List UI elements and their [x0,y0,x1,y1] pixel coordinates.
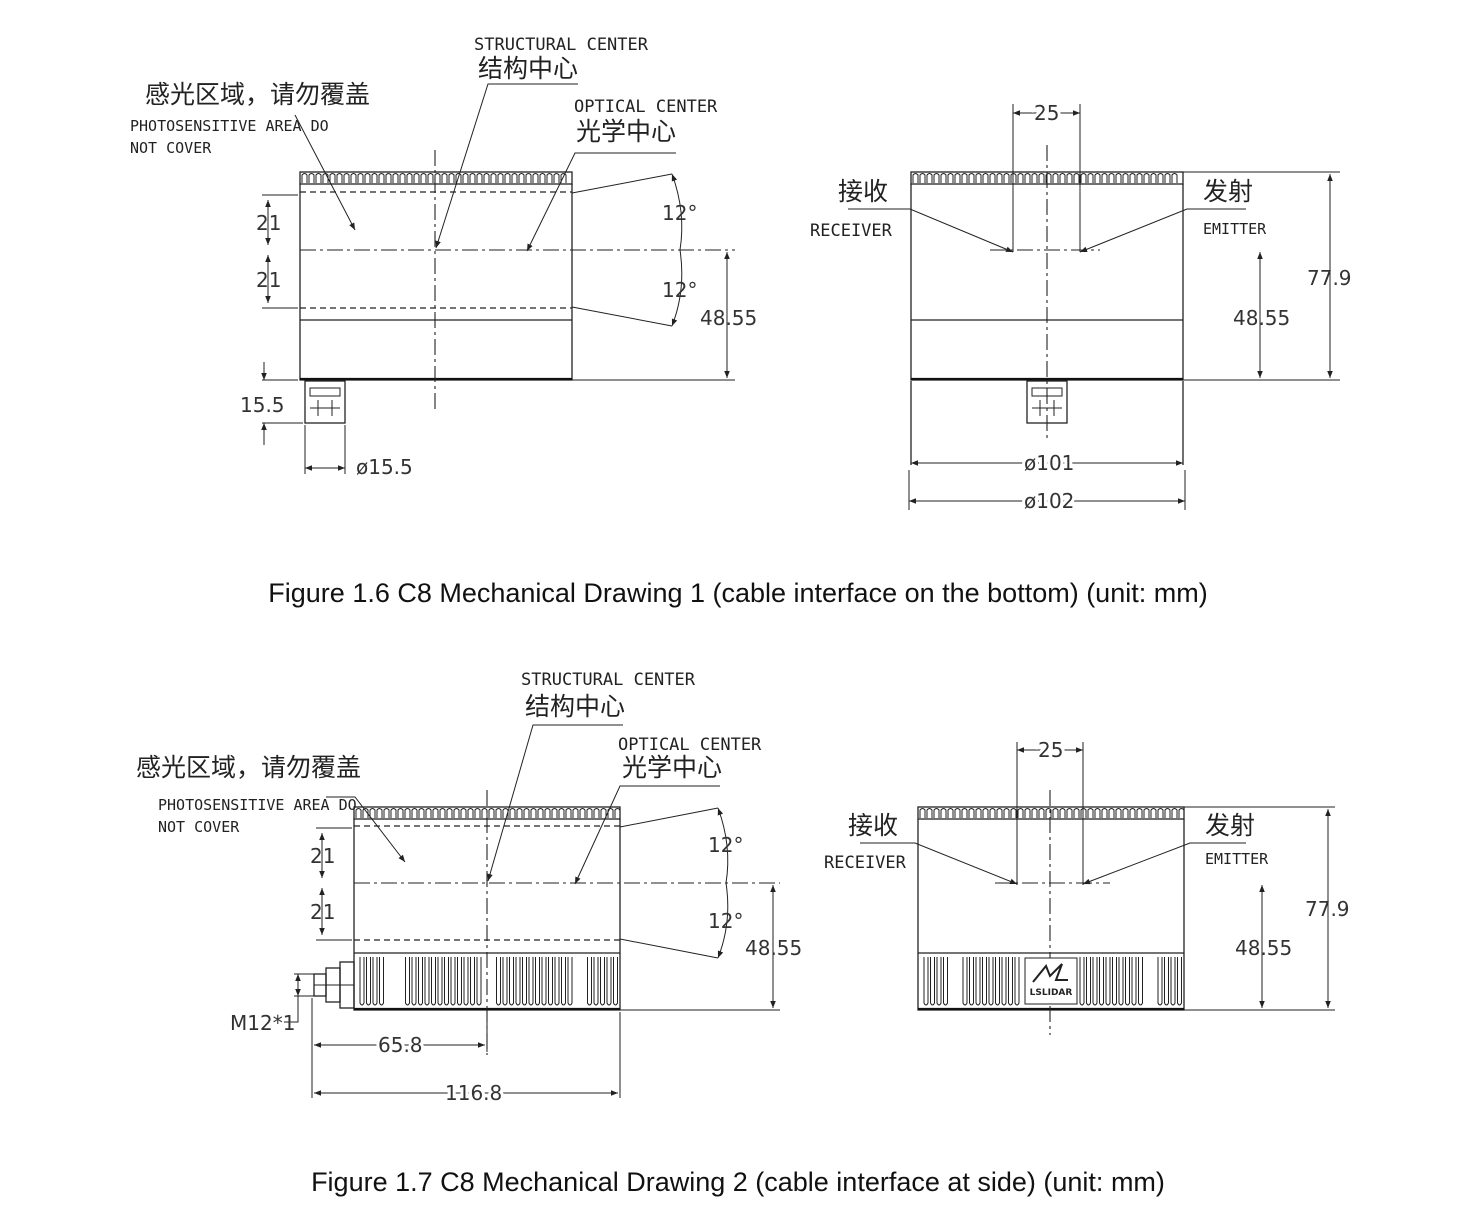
fig2-dim-spacing: 25 [1038,738,1063,762]
fig2-dim-21-top: 21 [310,844,335,868]
fig2-side-cooling-fins [923,957,1182,1006]
fig2-side-dim-height: 48.55 [1235,936,1292,960]
fig2-receiver-cn: 接收 [848,811,898,840]
fig2-optical-center-cn: 光学中心 [622,753,722,782]
fig1-photosensitive-en-1: PHOTOSENSITIVE AREA DO [130,117,329,135]
fig1-side-view: 25 接收 RECEIVER 发射 EMITTER 48.55 77.9 ø10… [810,98,1352,516]
fig2-dim-height: 48.55 [745,936,802,960]
fig1-structural-center-cn: 结构中心 [478,54,578,83]
fig2-dim-total-width: 116.8 [445,1081,502,1105]
fig1-dim-spacing: 25 [1034,101,1059,125]
fig1-photosensitive-cn: 感光区域，请勿覆盖 [145,80,370,109]
fig1-structural-center-en: STRUCTURAL CENTER [474,35,649,55]
fig1-receiver-cn: 接收 [838,177,888,206]
figure1-caption: Figure 1.6 C8 Mechanical Drawing 1 (cabl… [268,578,1207,608]
fig2-angle-bottom: 12° [708,909,743,933]
fig1-photosensitive-en-2: NOT COVER [130,139,212,157]
fig1-dim-connector-diameter: ø15.5 [356,455,413,479]
fig1-front-body [299,184,573,381]
figure2-caption: Figure 1.7 C8 Mechanical Drawing 2 (cabl… [311,1167,1165,1197]
fig1-angle-bottom: 12° [662,278,697,302]
fig1-emitter-en: EMITTER [1203,220,1267,238]
fig1-side-knurl-teeth [912,173,1178,183]
fig2-front-view: M12*1 21 21 12° 12° 48.55 65.8 116.8 感光区… [136,670,802,1108]
fig1-optical-center-cn: 光学中心 [576,117,676,146]
fig1-emitter-cn: 发射 [1203,177,1253,206]
fig2-side-connector [313,961,355,1009]
fig1-dim-height: 48.55 [700,306,757,330]
fig2-structural-center-cn: 结构中心 [525,692,625,721]
fig2-dim-21-bottom: 21 [310,900,335,924]
fig1-dim-connector-height: 15.5 [240,393,285,417]
fig2-side-knurl-teeth [919,808,1185,818]
fig2-structural-center-en: STRUCTURAL CENTER [521,670,696,690]
fig1-bottom-connector [304,380,346,424]
fig2-thread-label: M12*1 [230,1011,295,1035]
fig2-emitter-cn: 发射 [1205,811,1255,840]
fig2-receiver-en: RECEIVER [824,853,907,873]
fig2-side-dim-total: 77.9 [1305,897,1350,921]
lslidar-logo-text: LSLIDAR [1030,988,1073,998]
fig1-front-view: 21 21 15.5 ø15.5 12° 12° 48.55 感光区域，请勿覆盖… [130,35,757,479]
fig1-dim-21-top: 21 [256,211,281,235]
fig2-emitter-en: EMITTER [1205,850,1269,868]
fig1-dim-dia-outer: ø102 [1024,489,1074,513]
fig2-optical-center-en: OPTICAL CENTER [618,735,762,755]
fig2-photosensitive-cn: 感光区域，请勿覆盖 [136,753,361,782]
fig1-side-dim-total: 77.9 [1307,266,1352,290]
fig1-side-dim-height: 48.55 [1233,306,1290,330]
fig1-side-bottom-connector [1026,380,1068,424]
fig1-dim-21-bottom: 21 [256,268,281,292]
fig1-angle-top: 12° [662,201,697,225]
fig1-front-knurl-teeth [301,173,567,183]
fig1-front-knurl-band [299,171,573,185]
fig2-dim-center-offset: 65.8 [378,1033,423,1057]
fig1-optical-center-en: OPTICAL CENTER [574,97,718,117]
fig1-dim-dia-inner: ø101 [1024,451,1074,475]
fig2-front-knurl-teeth [355,808,621,818]
fig1-receiver-en: RECEIVER [810,221,893,241]
fig2-photosensitive-en-1: PHOTOSENSITIVE AREA DO [158,796,357,814]
fig2-side-view: LSLIDAR 25 接收 RECEIVER 发射 EMITTER 48.55 … [824,735,1350,1035]
fig2-front-cooling-fins [359,957,618,1006]
fig2-angle-top: 12° [708,833,743,857]
lslidar-logo: LSLIDAR [1024,957,1078,1005]
fig2-photosensitive-en-2: NOT COVER [158,818,240,836]
